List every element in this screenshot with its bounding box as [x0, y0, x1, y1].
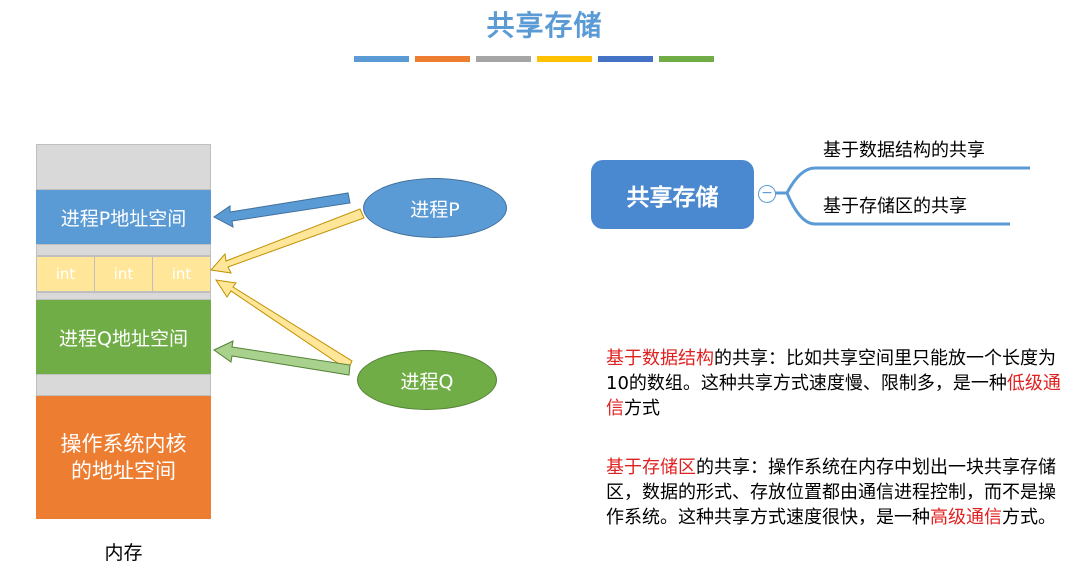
- accent-bar: [598, 56, 653, 62]
- description-text: 方式: [624, 398, 660, 419]
- memory-label: 内存: [104, 542, 143, 564]
- process-q: 进程Q: [357, 350, 497, 410]
- os-kernel-line: 操作系统内核: [60, 431, 187, 456]
- memory-block-shared: int int int: [36, 256, 211, 292]
- memory-block-os-kernel: 操作系统内核 的地址空间: [36, 396, 211, 519]
- highlight-term: 基于存储区: [606, 457, 696, 478]
- mindmap-connector: [775, 166, 1030, 226]
- memory-block-free: [36, 374, 211, 396]
- description-text: 方式。: [1002, 507, 1056, 528]
- int-cell: int: [95, 257, 153, 291]
- process-p: 进程P: [363, 178, 507, 238]
- mindmap-root: 共享存储: [591, 160, 754, 229]
- description-text: 的共享：比如共享空间里只能放一个长度为10的数组。这种共享方式速度慢、限制多，是…: [606, 348, 1056, 394]
- accent-bar: [537, 56, 592, 62]
- arrow-q-to-shared: [214, 279, 353, 371]
- accent-bar: [476, 56, 531, 62]
- os-kernel-line: 的地址空间: [71, 458, 176, 483]
- int-cell: int: [171, 265, 192, 283]
- accent-bar: [354, 56, 409, 62]
- memory-block-free: [36, 292, 211, 300]
- highlight-term: 基于数据结构: [606, 348, 714, 369]
- description-data-structure: 基于数据结构的共享：比如共享空间里只能放一个长度为10的数组。这种共享方式速度慢…: [606, 346, 1066, 421]
- memory-block-free: [36, 144, 211, 190]
- highlight-term: 高级通信: [930, 507, 1002, 528]
- description-storage-area: 基于存储区的共享：操作系统在内存中划出一块共享存储区，数据的形式、存放位置都由通…: [606, 455, 1066, 530]
- memory-block-free: [36, 244, 211, 256]
- memory-block-p-space: 进程P地址空间: [36, 190, 211, 244]
- arrow-p-to-shared: [210, 208, 365, 274]
- arrow-q-to-q-space: [213, 340, 351, 376]
- arrow-p-to-p-space: [213, 192, 351, 228]
- accent-bars: [354, 56, 714, 62]
- accent-bar: [415, 56, 470, 62]
- collapse-toggle[interactable]: −: [758, 185, 776, 203]
- mindmap-branch-storage-area: 基于存储区的共享: [823, 196, 967, 217]
- int-cell: int: [37, 257, 95, 291]
- highlight-term: 低级通信: [606, 373, 1061, 419]
- mindmap-branch-data-structure: 基于数据结构的共享: [823, 140, 985, 161]
- accent-bar: [659, 56, 714, 62]
- description-text: 的共享：操作系统在内存中划出一块共享存储区，数据的形式、存放位置都由通信进程控制…: [606, 457, 1056, 528]
- memory-block-q-space: 进程Q地址空间: [36, 300, 211, 374]
- page-title: 共享存储: [486, 9, 603, 42]
